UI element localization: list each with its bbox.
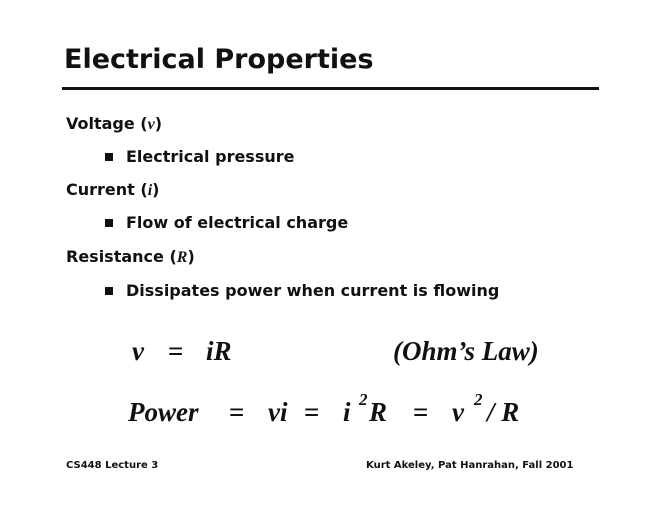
item-label: Current ( (66, 180, 148, 199)
item-var: i (147, 182, 153, 199)
power-equals: = (229, 397, 245, 427)
bullet-icon (105, 287, 113, 295)
power-vi: vi (268, 397, 288, 427)
item-close: ) (154, 114, 163, 133)
bullet-icon (105, 153, 113, 161)
power-i: i (343, 397, 351, 427)
bullet-text: Electrical pressure (126, 147, 295, 166)
power-exponent: 2 (474, 390, 483, 409)
item-label: Voltage ( (66, 114, 148, 133)
power-over-r: / R (487, 397, 520, 427)
ohm-equals: = (168, 336, 184, 366)
power-equals: = (304, 397, 320, 427)
item-var: v (147, 116, 155, 133)
bullet-icon (105, 219, 113, 227)
power-label: Power (128, 397, 199, 427)
item-close: ) (152, 180, 160, 199)
item-voltage: Voltage (v) (66, 114, 162, 134)
title-divider (62, 87, 599, 90)
ohm-rhs: iR (206, 336, 232, 366)
ohm-lhs: v (132, 336, 144, 366)
bullet-text: Dissipates power when current is flowing (126, 281, 500, 300)
footer-authors: Kurt Akeley, Pat Hanrahan, Fall 2001 (366, 460, 574, 471)
footer-course: CS448 Lecture 3 (66, 460, 159, 471)
power-r: R (369, 397, 388, 427)
item-var: R (176, 249, 188, 266)
bullet-text: Flow of electrical charge (126, 213, 349, 232)
item-current: Current (i) (66, 180, 159, 200)
ohm-note: (Ohm’s Law) (393, 336, 539, 366)
item-close: ) (187, 247, 195, 266)
power-v: v (452, 397, 464, 427)
item-resistance: Resistance (R) (66, 247, 195, 267)
item-label: Resistance ( (66, 247, 177, 266)
power-equals: = (413, 397, 429, 427)
slide-title: Electrical Properties (64, 44, 374, 75)
power-exponent: 2 (359, 390, 368, 409)
